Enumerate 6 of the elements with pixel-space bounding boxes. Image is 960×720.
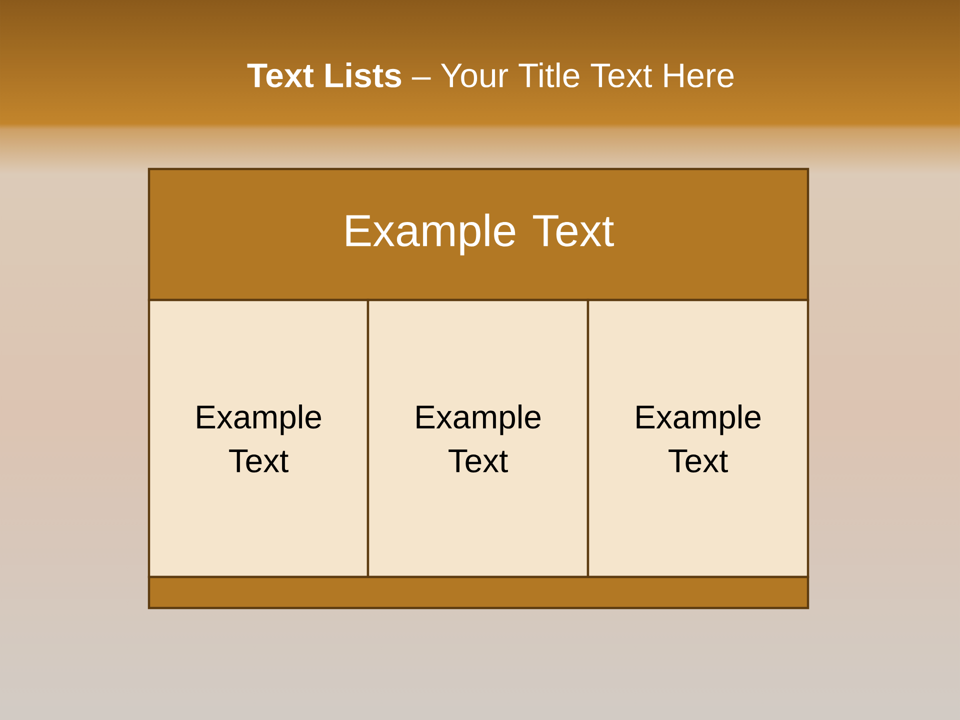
title-text: Text Lists – Your Title Text Here: [247, 62, 734, 88]
text-cell: Example Text: [366, 298, 590, 578]
header-box: Example Text: [148, 168, 810, 302]
text-cell: Example Text: [148, 298, 370, 578]
footer-bar: [148, 576, 810, 610]
text-cell: Example Text: [586, 298, 810, 578]
